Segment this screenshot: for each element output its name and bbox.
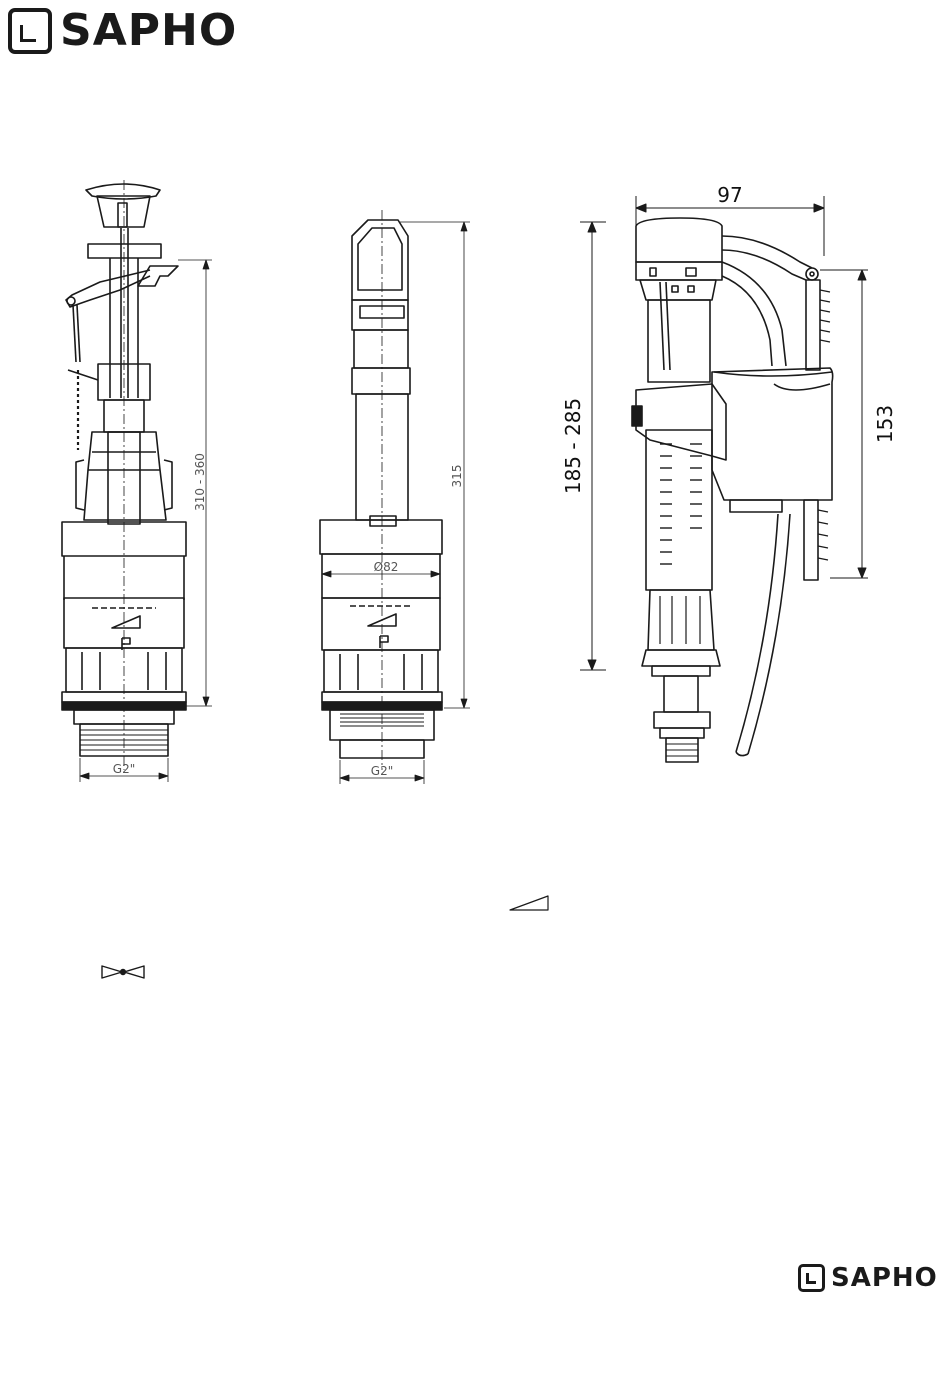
triangle-wedge-icon: [510, 896, 548, 910]
flush-valve-2-thread-label: G2": [371, 764, 393, 778]
brand-name: SAPHO: [831, 1265, 938, 1291]
flush-valve-1-height-label: 310 - 360: [193, 453, 207, 511]
fill-valve-float-height-label: 153: [873, 405, 897, 443]
brand-logo-bottom: SAPHO: [798, 1264, 938, 1292]
flush-valve-1-thread-label: G2": [113, 762, 135, 776]
fill-valve-height-label: 185 - 285: [561, 398, 585, 494]
flush-valve-2-height-label: 315: [450, 465, 464, 488]
flush-valve-1-drawing: [62, 180, 212, 782]
flush-valve-2-diameter-label: Ø82: [374, 560, 399, 574]
flush-valve-2-drawing: [320, 210, 470, 784]
brand-mark-icon: [798, 1264, 825, 1292]
fill-valve-width-label: 97: [717, 183, 742, 207]
fill-valve-drawing: [580, 196, 868, 762]
bowtie-arrows-icon: [102, 966, 144, 978]
